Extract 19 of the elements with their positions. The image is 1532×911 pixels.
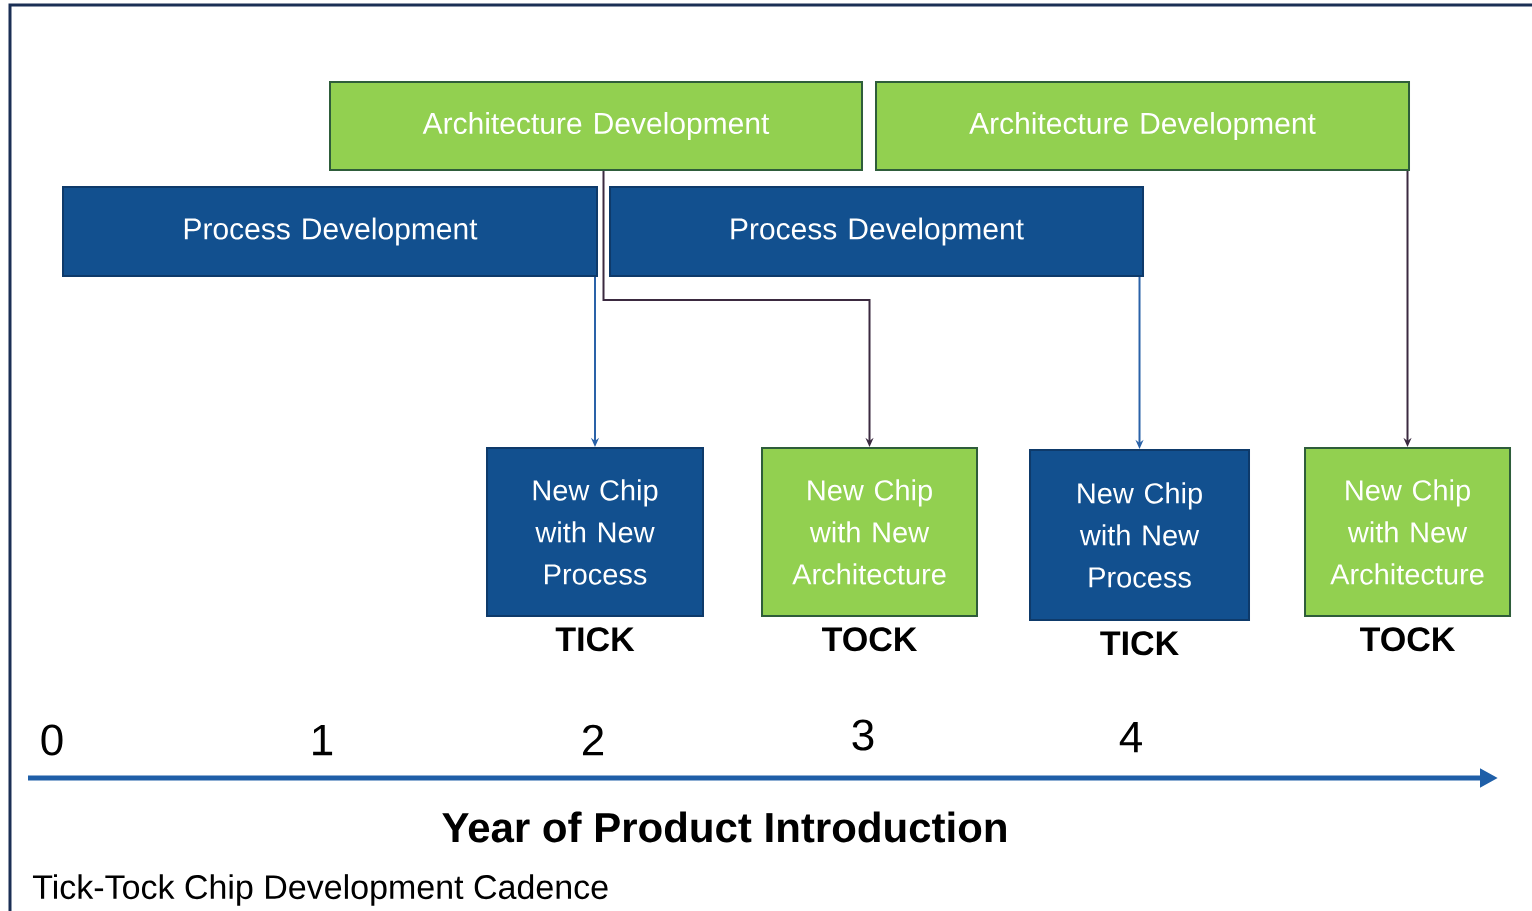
phase-label: TOCK <box>822 627 918 652</box>
phase-label: TOCK <box>1360 627 1456 652</box>
phase-label: TICK <box>555 627 635 652</box>
caption: Tick-Tock Chip Development Cadence <box>32 874 608 906</box>
year-label: 1 <box>313 724 333 756</box>
phase-label: TICK <box>1100 631 1179 656</box>
year-label: 3 <box>852 719 874 751</box>
development-bar: Process Development <box>609 186 1144 277</box>
chip-box: New Chip with New Architecture <box>1304 447 1511 617</box>
year-label: 4 <box>1119 721 1142 753</box>
year-label: 2 <box>583 724 604 756</box>
chip-box: New Chip with New Process <box>486 447 704 617</box>
development-bar: Architecture Development <box>329 81 863 171</box>
chip-box: New Chip with New Architecture <box>761 447 978 617</box>
chip-box: New Chip with New Process <box>1029 449 1250 621</box>
year-label: 0 <box>41 724 63 756</box>
development-bar: Process Development <box>62 186 598 277</box>
axis-title: Year of Product Introduction <box>442 811 1006 843</box>
development-bar: Architecture Development <box>875 81 1410 171</box>
